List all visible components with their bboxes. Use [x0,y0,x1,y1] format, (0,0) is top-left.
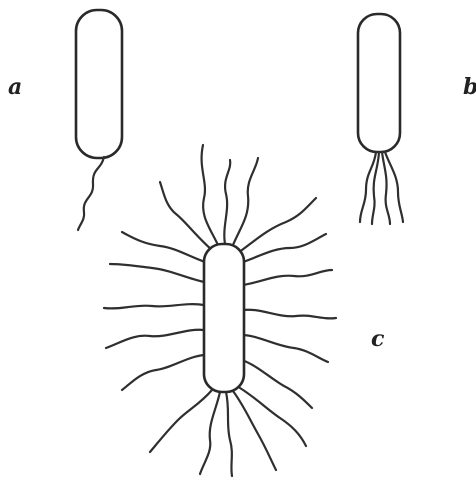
bacterium-c-flagellum [122,355,205,390]
bacterium-b [358,14,403,224]
bacterium-c-flagellum [104,304,204,308]
bacterium-c-flagellum [243,310,336,319]
bacterium-c-flagellum [233,158,258,245]
bacterium-c-flagellum [224,160,230,244]
bacterium-c-flagellum [233,391,276,470]
bacterium-c-flagellum [106,330,204,348]
bacterium-c-flagellum [226,392,232,476]
bacterium-c-flagellum [122,232,205,262]
bacterium-c-cell-body [204,244,244,392]
bacterium-c-flagellum [242,198,316,250]
bacterium-c-flagellum [243,270,332,285]
bacterium-c-flagellum [150,390,212,452]
bacterium-c-flagellum [242,360,312,408]
bacterium-c-flagellum [110,264,204,282]
bacterium-c [104,145,336,476]
label-b: b [463,76,476,98]
bacterium-a [76,10,122,230]
bacterium-c-flagellum [243,234,326,262]
bacterium-c-flagellum [200,392,220,474]
bacterium-a-cell-body [76,10,122,158]
bacterium-c-flagellum [243,335,328,362]
bacterium-b-cell-body [358,14,400,152]
label-c: c [371,328,384,350]
bacterium-c-flagellum [202,145,218,245]
bacterium-a-flagellum [78,157,104,230]
label-a: a [8,76,22,98]
